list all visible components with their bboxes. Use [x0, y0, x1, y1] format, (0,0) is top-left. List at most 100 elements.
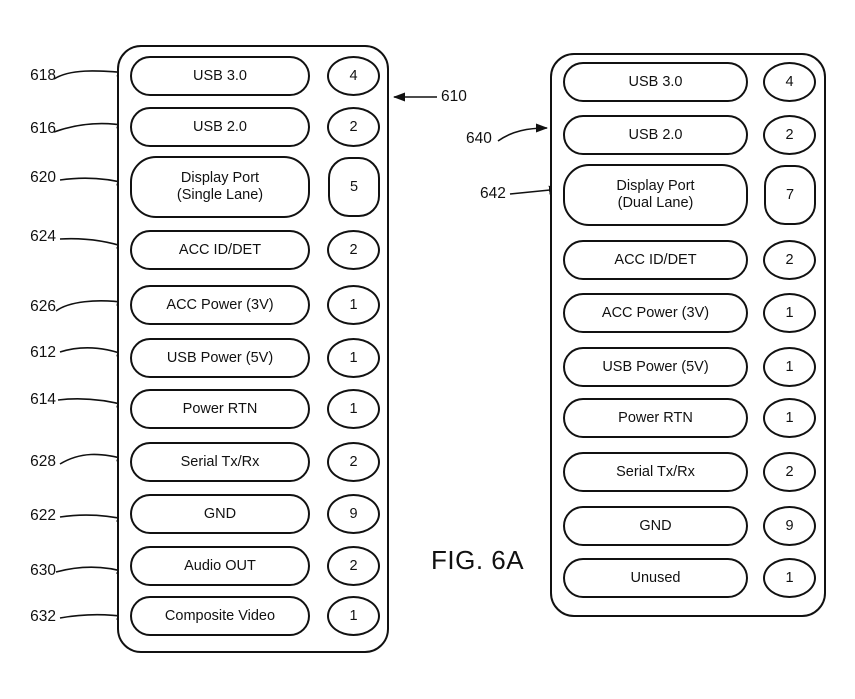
- signal-pill: USB 3.0: [563, 62, 748, 102]
- pin-count-oval: 2: [327, 546, 380, 586]
- pin-count-oval: 1: [763, 347, 816, 387]
- pin-row-usb3: USB 3.0 4: [563, 62, 816, 102]
- pin-count: 7: [785, 187, 795, 203]
- signal-label: ACC Power (3V): [166, 296, 274, 313]
- pin-count: 2: [785, 252, 794, 268]
- pin-count-oval: 5: [328, 157, 380, 217]
- pin-count: 1: [785, 410, 794, 426]
- signal-pill: Serial Tx/Rx: [130, 442, 310, 482]
- ref-label-630: 630: [30, 562, 56, 579]
- pin-count: 1: [349, 350, 358, 366]
- ref-label-626: 626: [30, 298, 56, 315]
- signal-label: Power RTN: [182, 400, 258, 417]
- signal-label: USB 3.0: [193, 67, 247, 84]
- pin-row-powerrtn: Power RTN 1: [130, 389, 380, 429]
- connector-block-610: USB 3.0 4 USB 2.0 2 Display Port (Single…: [117, 45, 389, 653]
- signal-label: Serial Tx/Rx: [180, 453, 260, 470]
- signal-pill: ACC Power (3V): [130, 285, 310, 325]
- pin-count-oval: 1: [327, 389, 380, 429]
- pin-count: 9: [785, 518, 794, 534]
- figure-caption: FIG. 6A: [431, 545, 525, 575]
- signal-pill: Audio OUT: [130, 546, 310, 586]
- pin-row-accpower: ACC Power (3V) 1: [130, 285, 380, 325]
- pin-row-gnd: GND 9: [563, 506, 816, 546]
- pin-row-usbpower: USB Power (5V) 1: [130, 338, 380, 378]
- ref-label-622: 622: [30, 507, 56, 524]
- pin-count: 1: [785, 359, 794, 375]
- pin-count-oval: 2: [327, 230, 380, 270]
- pin-count-oval: 1: [763, 558, 816, 598]
- signal-label: USB Power (5V): [602, 358, 709, 375]
- pin-count: 1: [349, 608, 358, 624]
- signal-pill: Composite Video: [130, 596, 310, 636]
- ref-label-628: 628: [30, 453, 56, 470]
- ref-label-618: 618: [30, 67, 56, 84]
- pin-count-oval: 1: [327, 285, 380, 325]
- pin-count-oval: 9: [763, 506, 816, 546]
- pin-count-oval: 9: [327, 494, 380, 534]
- pin-row-composite: Composite Video 1: [130, 596, 380, 636]
- signal-label: USB 2.0: [628, 126, 683, 143]
- pin-count: 2: [785, 127, 794, 143]
- signal-label: ACC ID/DET: [178, 241, 262, 258]
- pin-count-oval: 1: [327, 596, 380, 636]
- connector-block-640: USB 3.0 4 USB 2.0 2 Display Port (Dual L…: [550, 53, 826, 617]
- signal-label: Unused: [630, 569, 681, 586]
- pin-row-displayport: Display Port (Dual Lane) 7: [563, 164, 816, 226]
- pin-row-usbpower: USB Power (5V) 1: [563, 347, 816, 387]
- ref-label-624: 624: [30, 228, 56, 245]
- pin-count-oval: 1: [763, 293, 816, 333]
- pin-count: 4: [349, 68, 358, 84]
- pin-count-oval: 7: [764, 165, 816, 225]
- signal-pill: USB Power (5V): [563, 347, 748, 387]
- ref-label-642: 642: [480, 185, 506, 202]
- arrow-ref-640: [497, 123, 548, 142]
- pin-row-accid: ACC ID/DET 2: [563, 240, 816, 280]
- pin-row-usb2: USB 2.0 2: [130, 107, 380, 147]
- signal-label: GND: [203, 505, 237, 522]
- signal-pill: ACC ID/DET: [130, 230, 310, 270]
- signal-label: Power RTN: [618, 409, 693, 426]
- pin-row-usb2: USB 2.0 2: [563, 115, 816, 155]
- signal-label: USB Power (5V): [166, 349, 274, 366]
- pin-count-oval: 4: [763, 62, 816, 102]
- pin-count-oval: 2: [763, 240, 816, 280]
- pin-count-oval: 2: [763, 452, 816, 492]
- signal-pill: USB 2.0: [130, 107, 310, 147]
- signal-pill: ACC Power (3V): [563, 293, 748, 333]
- signal-label: ACC ID/DET: [614, 251, 697, 268]
- signal-label-line2: (Single Lane): [176, 187, 264, 203]
- pin-row-serial: Serial Tx/Rx 2: [563, 452, 816, 492]
- pin-count-oval: 1: [763, 398, 816, 438]
- ref-label-620: 620: [30, 169, 56, 186]
- signal-pill: Power RTN: [563, 398, 748, 438]
- pin-count-oval: 2: [327, 107, 380, 147]
- pin-count: 2: [349, 242, 358, 258]
- ref-label-614: 614: [30, 391, 56, 408]
- pin-row-accid: ACC ID/DET 2: [130, 230, 380, 270]
- signal-pill: USB Power (5V): [130, 338, 310, 378]
- pin-row-displayport: Display Port (Single Lane) 5: [130, 156, 380, 218]
- pin-count-oval: 2: [327, 442, 380, 482]
- signal-pill: Display Port (Single Lane): [130, 156, 310, 218]
- pin-count-oval: 2: [763, 115, 816, 155]
- pin-count-oval: 4: [327, 56, 380, 96]
- pin-row-usb3: USB 3.0 4: [130, 56, 380, 96]
- pin-count: 2: [349, 558, 358, 574]
- signal-label: GND: [639, 517, 672, 534]
- signal-pill: Display Port (Dual Lane): [563, 164, 748, 226]
- signal-label-line1: Display Port: [180, 170, 260, 186]
- pin-row-accpower: ACC Power (3V) 1: [563, 293, 816, 333]
- signal-label: Audio OUT: [184, 557, 256, 574]
- signal-pill: Serial Tx/Rx: [563, 452, 748, 492]
- ref-label-632: 632: [30, 608, 56, 625]
- pin-count: 1: [785, 570, 794, 586]
- pin-row-serial: Serial Tx/Rx 2: [130, 442, 380, 482]
- ref-label-616: 616: [30, 120, 56, 137]
- pin-count: 4: [785, 74, 794, 90]
- signal-pill: Unused: [563, 558, 748, 598]
- signal-label-line2: (Dual Lane): [617, 195, 694, 211]
- signal-pill: ACC ID/DET: [563, 240, 748, 280]
- pin-count: 1: [785, 305, 794, 321]
